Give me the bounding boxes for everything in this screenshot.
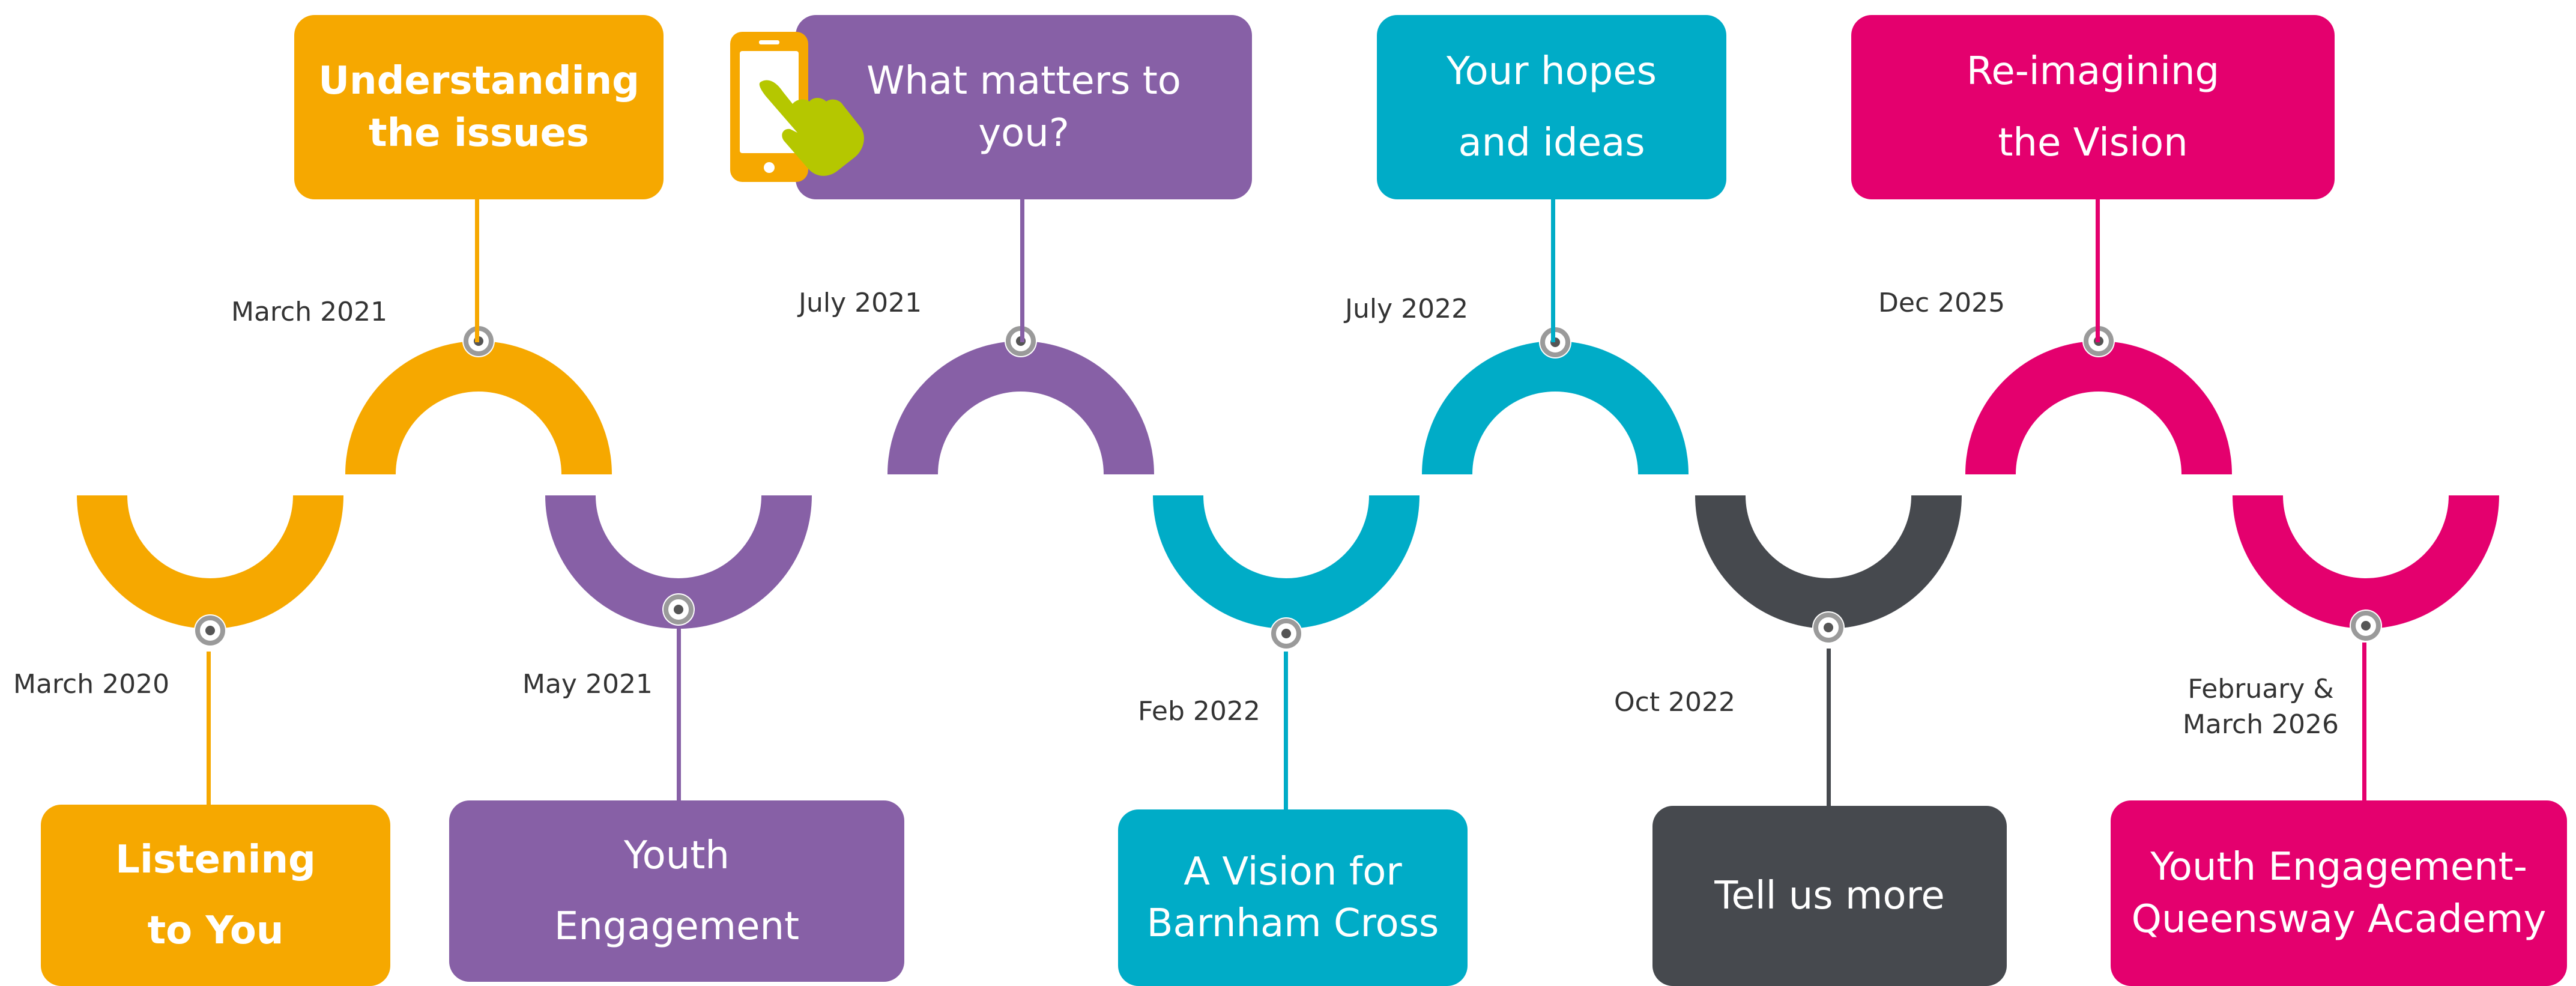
date-label-feb-2022: Feb 2022 [1138, 696, 1260, 727]
date-label-march-2020: March 2020 [13, 669, 170, 700]
date-label-july-2022: July 2022 [1345, 294, 1469, 324]
milestone-box-tell-us-more: Tell us more [1652, 806, 2007, 986]
wave-arc [887, 341, 1154, 475]
connector-line [1284, 652, 1288, 811]
date-label-february-march-2026: February &March 2026 [2182, 674, 2339, 740]
date-label-may-2021: May 2021 [522, 669, 653, 700]
wave-arc [1695, 495, 1962, 629]
date-label-oct-2022: Oct 2022 [1614, 687, 1736, 718]
connector-line [1827, 649, 1831, 808]
connector-line [475, 198, 479, 342]
timeline-node [194, 614, 226, 647]
timeline-node [662, 593, 695, 626]
connector-line [207, 652, 211, 808]
date-label-july-2021: July 2021 [799, 288, 922, 318]
timeline-node [1539, 326, 1571, 358]
date-label-march-2021: March 2021 [231, 297, 388, 327]
wave-arc [1422, 341, 1689, 475]
date-label-dec-2025: Dec 2025 [1878, 288, 2006, 318]
timeline-node [1270, 617, 1302, 650]
wave-arc [345, 341, 612, 475]
connector-line [1020, 198, 1024, 342]
wave-arc [1965, 341, 2232, 475]
wave-arc [77, 495, 343, 629]
connector-line [2096, 198, 2100, 342]
smartphone-tap-icon [730, 32, 864, 182]
timeline-node [1812, 611, 1845, 644]
timeline-node [2350, 609, 2382, 642]
wave-arc [1153, 495, 1420, 629]
milestone-box-youth-engagement-queensway-academy: Youth Engagement-Queensway Academy [2111, 800, 2567, 986]
connector-line [1551, 198, 1555, 342]
wave-arc [2233, 495, 2499, 629]
wave-arc [545, 495, 812, 629]
connector-line [677, 628, 681, 802]
connector-line [2362, 643, 2366, 802]
